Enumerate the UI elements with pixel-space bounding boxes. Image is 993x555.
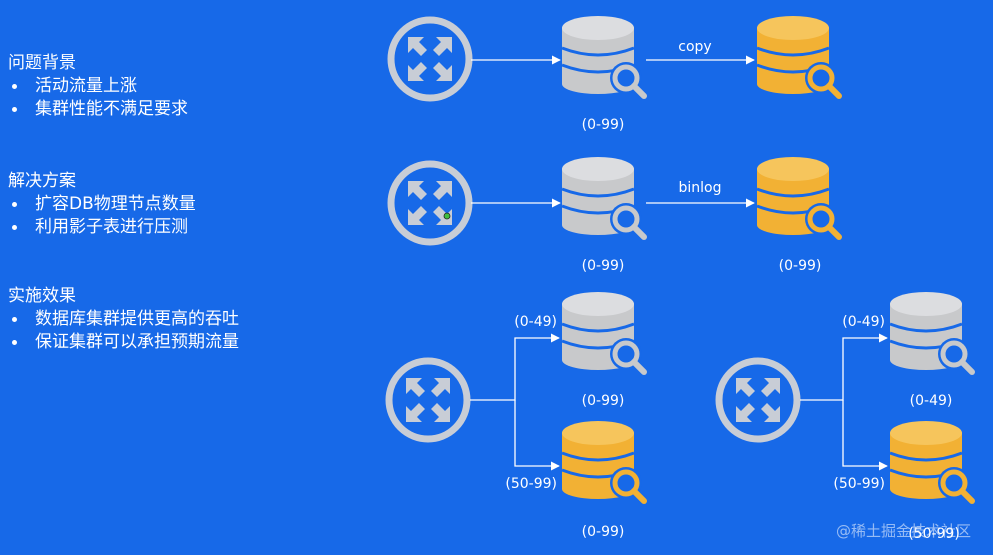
range-label: (0-99) <box>581 258 625 274</box>
route-label: (0-49) <box>842 314 885 330</box>
section-background: 问题背景 活动流量上涨 集群性能不满足要求 <box>8 52 188 121</box>
section-title: 问题背景 <box>8 53 76 73</box>
route-label: (50-99) <box>833 476 885 492</box>
section-title: 实施效果 <box>8 286 76 306</box>
section-bullet: 保证集群可以承担预期流量 <box>8 331 239 354</box>
section-solution: 解决方案 扩容DB物理节点数量 利用影子表进行压测 <box>8 170 196 239</box>
route-label: (0-49) <box>514 314 557 330</box>
database-icon <box>562 292 644 372</box>
section-bullet: 集群性能不满足要求 <box>8 98 188 121</box>
range-label: (0-49) <box>909 393 953 409</box>
section-result: 实施效果 数据库集群提供更高的吞吐 保证集群可以承担预期流量 <box>8 285 239 354</box>
shadow-database-icon <box>890 421 972 501</box>
watermark: @稀土掘金技术社区 <box>835 522 971 540</box>
section-bullet: 扩容DB物理节点数量 <box>8 193 196 216</box>
cursor-dot <box>443 212 451 220</box>
range-label: (0-99) <box>581 393 625 409</box>
section-title: 解决方案 <box>8 171 76 191</box>
edge-router-upper <box>800 333 888 401</box>
range-label: (0-99) <box>778 258 822 274</box>
edge-label-copy: copy <box>678 39 712 55</box>
edge-router-upper <box>470 333 560 401</box>
range-label: (0-99) <box>581 117 625 133</box>
database-icon <box>562 16 644 96</box>
section-bullet: 活动流量上涨 <box>8 75 188 98</box>
router-icon <box>719 361 797 439</box>
range-label: (0-99) <box>581 524 625 540</box>
router-icon <box>389 361 467 439</box>
section-bullet: 利用影子表进行压测 <box>8 216 196 239</box>
section-bullet: 数据库集群提供更高的吞吐 <box>8 308 239 331</box>
shadow-database-icon <box>757 16 839 96</box>
router-icon <box>391 20 469 98</box>
route-label: (50-99) <box>505 476 557 492</box>
router-icon <box>391 164 469 242</box>
edge-router-lower <box>514 400 560 471</box>
database-icon <box>890 292 972 372</box>
edge-router-lower <box>842 400 888 471</box>
shadow-database-icon <box>757 157 839 237</box>
shadow-database-icon <box>562 421 644 501</box>
range-label: (50-99) <box>908 526 960 542</box>
edge-label-binlog: binlog <box>678 180 722 196</box>
database-icon <box>562 157 644 237</box>
